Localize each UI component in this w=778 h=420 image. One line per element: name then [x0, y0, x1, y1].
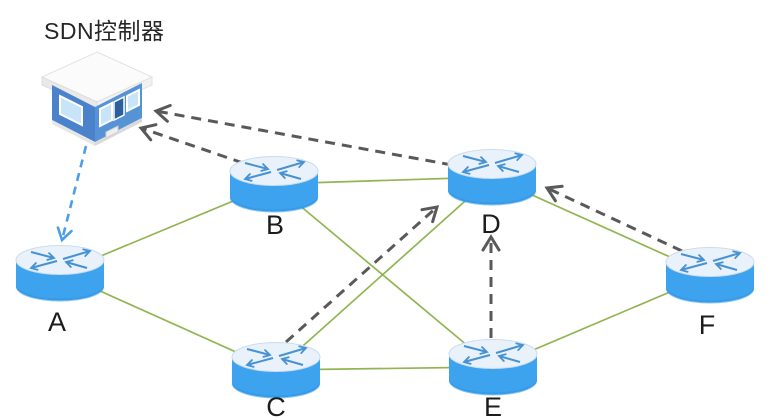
router-E [449, 340, 537, 396]
building-step [105, 125, 119, 139]
link-B-E [273, 183, 494, 368]
sdn-controller-icon [40, 51, 154, 146]
control-path-F-to-D [544, 184, 683, 253]
router-B [230, 157, 318, 213]
router-label-E: E [484, 392, 502, 420]
router-label-D: D [481, 209, 501, 239]
building-window [99, 101, 113, 128]
router-label-F: F [699, 310, 716, 340]
router-A [16, 246, 104, 302]
controller-to-A-arrow [56, 145, 88, 243]
control-path-B-to-controller [138, 123, 244, 165]
router-C [232, 343, 320, 399]
control-path-C-to-D [285, 205, 440, 344]
building-base [52, 120, 95, 146]
building-window [59, 94, 83, 127]
router-D [448, 150, 536, 206]
data-links [59, 176, 711, 371]
figure-title: SDN控制器 [44, 18, 165, 44]
link-C-D [275, 176, 493, 371]
control-paths [138, 103, 683, 344]
building-window [126, 88, 140, 113]
router-label-C: C [266, 392, 286, 420]
building-door [113, 95, 125, 122]
control-path-D-to-controller [153, 103, 453, 167]
router-label-B: B [266, 210, 284, 240]
router-F [666, 248, 754, 304]
router-label-A: A [48, 307, 66, 337]
